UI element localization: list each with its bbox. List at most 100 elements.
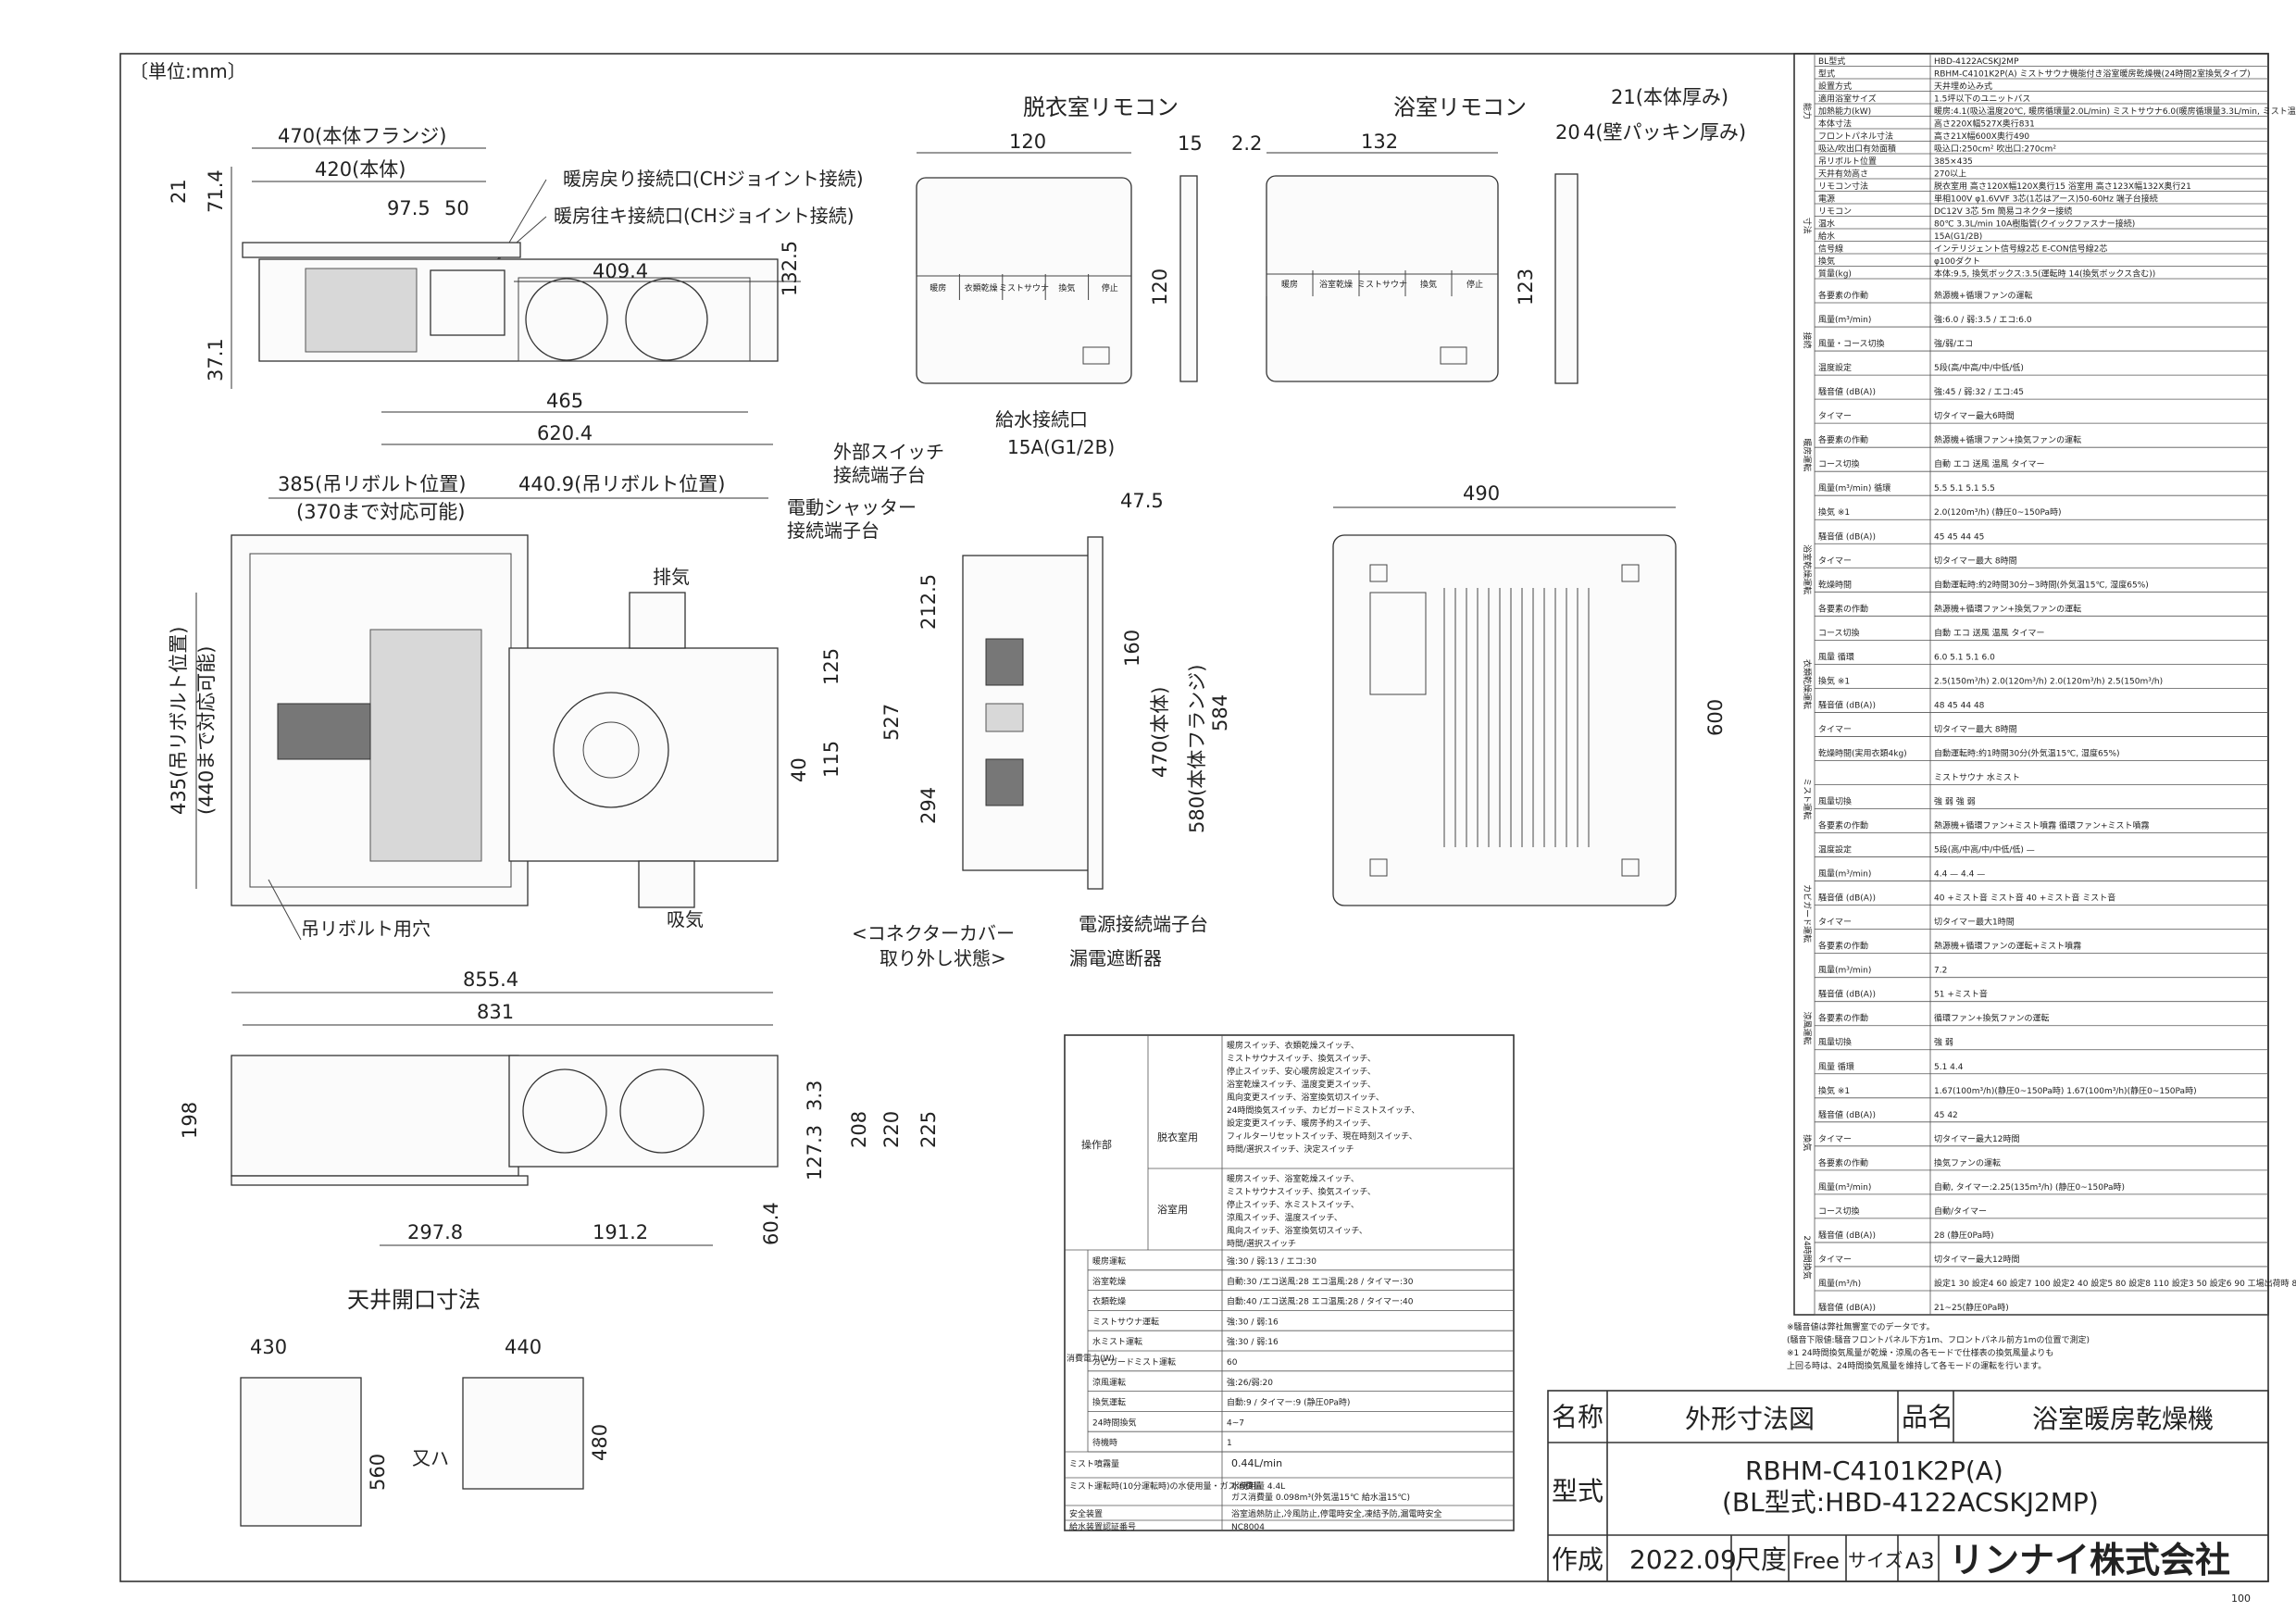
plan-exhaust-duct — [629, 592, 686, 649]
side-view-top: 470(本体フランジ) 420(本体) 97.5 50 暖房戻り接続口(CHジョ… — [168, 125, 864, 445]
tb-size-value: A3 — [1905, 1548, 1935, 1574]
ops-power-item: 浴室乾燥 — [1092, 1276, 1126, 1287]
ops-bath-line: 停止スイッチ、水ミストスイッチ、 — [1227, 1199, 1359, 1210]
spec-value: 1.5坪以下のユニットバス — [1934, 94, 2030, 105]
spec-detail-key: 各要素の作動 — [1818, 820, 1868, 831]
label-ext-switch-2: 接続端子台 — [833, 464, 926, 486]
spec-detail-value: 切タイマー最大6時間 — [1934, 410, 2015, 421]
plan-intake-duct — [638, 860, 695, 908]
spec-value: 15A(G1/2B) — [1934, 232, 1982, 242]
dim-160: 160 — [1121, 630, 1143, 667]
spec-detail-value: 熱源機+循環ファン+換気ファンの運転 — [1934, 603, 2081, 614]
spec-detail-value: ミストサウナ 水ミスト — [1934, 771, 2020, 782]
spec-detail-key: 風量(m³/min) 循環 — [1818, 482, 1890, 493]
spec-detail-value: 5段(高/中高/中/中低/低) — — [1934, 844, 2035, 856]
ops-bath-text: 暖房スイッチ、浴室乾燥スイッチ、ミストサウナスイッチ、換気スイッチ、停止スイッチ… — [1227, 1173, 1376, 1249]
spec-detail-key: 風量・コース切換 — [1818, 338, 1885, 349]
ops-water-label: ミスト運転時(10分運転時)の水使用量・ガス消費量 — [1069, 1480, 1261, 1492]
spec-detail-key: 騒音値 (dB(A)) — [1818, 699, 1876, 710]
front-grille — [1369, 564, 1640, 877]
spec-detail-value: 45 45 44 45 — [1934, 532, 1984, 542]
dim-remote-120: 120 — [1009, 131, 1046, 153]
bottom-flange — [231, 1175, 529, 1186]
spec-detail-key: 温度設定 — [1818, 844, 1852, 856]
spec-detail-value: 2.0(120m³/h) (静圧0~150Pa時) — [1934, 506, 2062, 518]
ops-power-item: カビガードミスト運転 — [1092, 1357, 1176, 1368]
plan-fan — [553, 692, 669, 808]
spec-detail-key: タイマー — [1818, 411, 1852, 421]
spec-section-title: 接続 — [1802, 332, 1813, 349]
dim-212-5: 212.5 — [917, 574, 940, 630]
opening-440 — [462, 1377, 584, 1490]
dressing-remote-view: 脱衣室リモコン 120 暖房衣類乾燥ミストサウナ換気停止 15 2.2 120 — [916, 94, 1262, 384]
label-return-port: 暖房戻り接続口(CHジョイント接続) — [563, 168, 864, 190]
ops-dress-label: 脱衣室用 — [1157, 1131, 1198, 1143]
spec-detail-value: 強:6.0 / 弱:3.5 / エコ:6.0 — [1934, 314, 2032, 325]
tb-company: リンナイ株式会社 — [1949, 1540, 2230, 1580]
dim-409-4: 409.4 — [593, 260, 648, 282]
spec-detail-key: 騒音値 (dB(A)) — [1818, 386, 1876, 397]
spec-value: 270以上 — [1934, 169, 1966, 180]
dim-132-5: 132.5 — [779, 241, 801, 296]
spec-detail-key: 風量切換 — [1818, 1037, 1852, 1048]
remote-button-label: 暖房 — [930, 282, 946, 294]
dim-435: 435(吊リボルト位置) — [168, 627, 190, 815]
spec-detail-key: 風量 循環 — [1818, 651, 1854, 662]
spec-note: ※騒音値は弊社無響室でのデータです。 — [1787, 1321, 1935, 1332]
ops-dress-line: 停止スイッチ、安心暖房設定スイッチ、 — [1227, 1066, 1376, 1077]
spec-detail-key: 各要素の作動 — [1818, 434, 1868, 445]
spec-value: 吸込口:250cm² 吹出口:270cm² — [1934, 144, 2056, 155]
spec-key: 天井有効高さ — [1818, 169, 1868, 180]
plan-terminal-block — [277, 703, 371, 760]
tb-model-value-2: (BL型式:HBD-4122ACSKJ2MP) — [1722, 1487, 2099, 1518]
spec-key: 吊リボルト位置 — [1818, 156, 1877, 167]
ceiling-opening-view: 天井開口寸法 430 560 又ハ 440 480 — [240, 1287, 611, 1527]
dim-470-body: 470(本体) — [1149, 687, 1171, 778]
spec-detail-value: 強 弱 強 弱 — [1934, 796, 1976, 807]
title-dressing-remote: 脱衣室リモコン — [1023, 94, 1179, 120]
ops-power-value: 1 — [1227, 1439, 1232, 1448]
ops-bath-label: 浴室用 — [1157, 1203, 1188, 1216]
dim-470-flange: 470(本体フランジ) — [278, 125, 446, 147]
label-connector-cover-2: 取り外し状態> — [880, 947, 1006, 969]
spec-detail-value: 自動/タイマー — [1934, 1206, 1987, 1217]
spec-section-title: 暖房運転 — [1802, 438, 1813, 471]
front-panel-display — [1369, 592, 1427, 695]
spec-detail-value: 自動, タイマー:2.25(135m³/h) (静圧0~150Pa時) — [1934, 1181, 2125, 1193]
label-packing-thickness: 4(壁パッキン厚み) — [1583, 121, 1746, 144]
spec-detail-key: 各要素の作動 — [1818, 941, 1868, 952]
spec-detail-key: 風量 循環 — [1818, 1061, 1854, 1072]
spec-detail-key: 換気 ※1 — [1818, 1085, 1850, 1096]
dim-440: 440 — [505, 1336, 542, 1358]
dim-47-5: 47.5 — [1120, 490, 1164, 512]
spec-detail-key: 風量(m³/min) — [1818, 966, 1871, 976]
dim-125: 125 — [820, 648, 842, 685]
ops-dress-line: 24時間換気スイッチ、カビガードミストスイッチ、 — [1227, 1105, 1419, 1116]
spec-detail-value: 熱源機+循環ファンの運転 — [1934, 290, 2033, 301]
dim-remote-15: 15 — [1178, 132, 1203, 155]
remote-button-label: ミストサウナ — [1357, 280, 1407, 290]
spec-detail-value: 切タイマー最大 8時間 — [1934, 555, 2017, 566]
spec-detail-value: 7.2 — [1934, 967, 1947, 976]
title-block: 名称 外形寸法図 品名 浴室暖房乾燥機 型式 RBHM-C4101K2P(A) … — [1547, 1390, 2269, 1582]
spec-detail-key: 騒音値 (dB(A)) — [1818, 989, 1876, 1000]
label-shutter: 電動シャッター — [787, 496, 917, 518]
spec-detail-value: 強/弱/エコ — [1934, 338, 1973, 349]
dim-294: 294 — [917, 787, 940, 824]
spec-detail-value: 自動 エコ 送風 温風 タイマー — [1934, 458, 2044, 469]
spec-detail-value: 1.67(100m³/h)(静圧0~150Pa時) 1.67(100m³/h)(… — [1934, 1085, 2197, 1096]
ops-dress-line: ミストサウナスイッチ、換気スイッチ、 — [1227, 1053, 1376, 1064]
spec-detail-key: 各要素の作動 — [1818, 1013, 1868, 1024]
ops-power-value: 強:30 / 弱:13 / エコ:30 — [1227, 1255, 1316, 1267]
spec-detail-value: 熱源機+循環ファン+ミスト噴霧 循環ファン+ミスト噴霧 — [1934, 820, 2150, 831]
dim-620-4: 620.4 — [537, 422, 593, 444]
dim-527: 527 — [880, 704, 903, 741]
spec-value: 脱衣室用 高さ120X幅120X奥行15 浴室用 高さ123X幅132X奥行21 — [1934, 181, 2191, 192]
plan-view: 385(吊リボルト位置) 440.9(吊リボルト位置) (370まで対応可能) … — [168, 473, 842, 941]
spec-detail-key: コース切換 — [1818, 627, 1860, 638]
connector-body — [962, 555, 1093, 871]
spec-key: フロントパネル寸法 — [1818, 131, 1893, 142]
spec-detail-value: 熱源機+循環ファンの運転+ミスト噴霧 — [1934, 941, 2081, 952]
